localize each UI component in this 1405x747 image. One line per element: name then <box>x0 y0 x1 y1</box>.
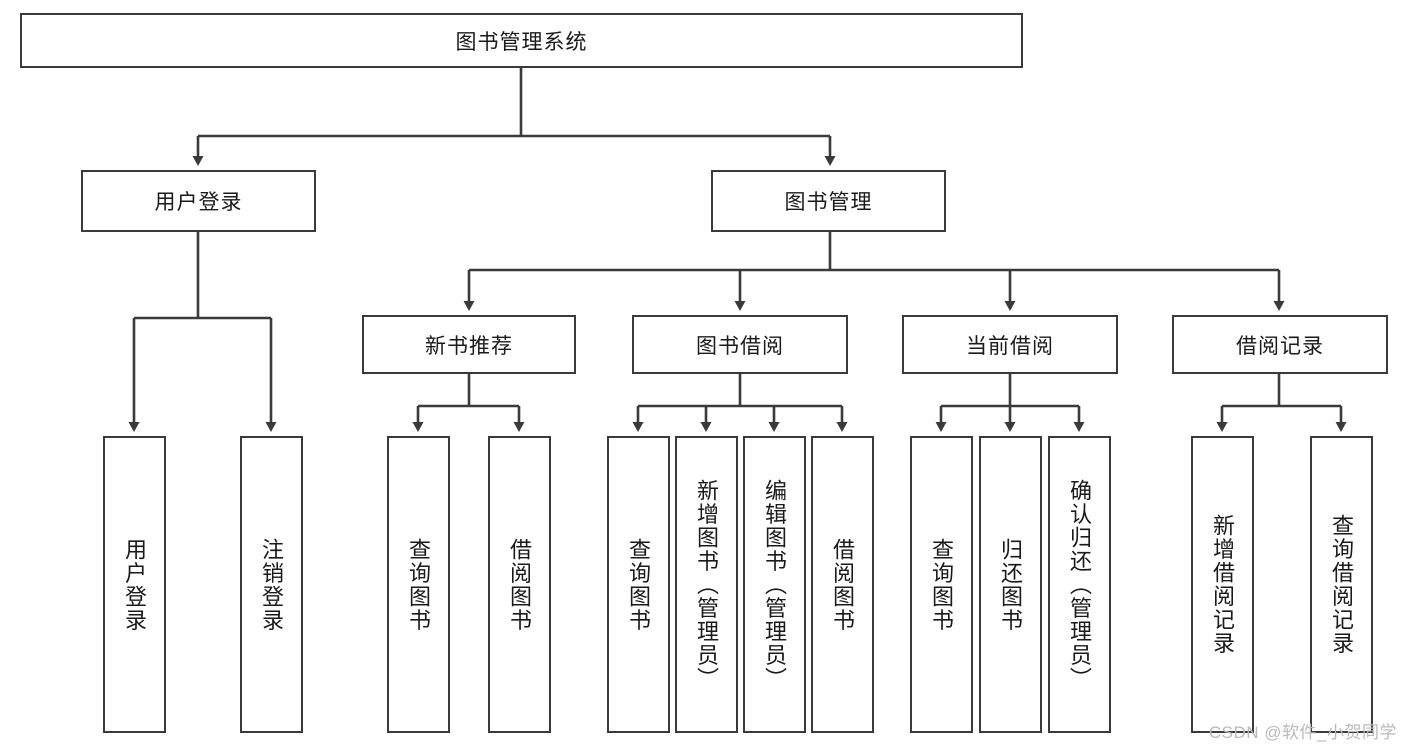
node-book-manage[interactable]: 图书管理 <box>711 170 946 232</box>
node-leaf-query-book-3-label: 查询图书 <box>929 537 955 632</box>
node-leaf-query-book-1-label: 查询图书 <box>406 537 432 632</box>
node-leaf-add-record[interactable]: 新增借阅记录 <box>1191 436 1254 733</box>
node-leaf-user-login-label: 用户登录 <box>122 537 148 632</box>
node-leaf-query-record[interactable]: 查询借阅记录 <box>1310 436 1373 733</box>
node-leaf-confirm-return-label: 确认归还（管理员） <box>1067 478 1093 691</box>
node-leaf-return-book[interactable]: 归还图书 <box>979 436 1042 733</box>
node-book-borrow[interactable]: 图书借阅 <box>632 315 848 374</box>
node-leaf-borrow-book-1-label: 借阅图书 <box>507 537 533 632</box>
node-leaf-borrow-book-2[interactable]: 借阅图书 <box>811 436 874 733</box>
node-leaf-query-book-3[interactable]: 查询图书 <box>910 436 973 733</box>
node-current-borrow[interactable]: 当前借阅 <box>902 315 1118 374</box>
node-borrow-record-label: 借阅记录 <box>1236 334 1324 358</box>
node-root-label: 图书管理系统 <box>455 30 588 54</box>
node-leaf-user-logout-label: 注销登录 <box>259 537 285 632</box>
node-leaf-confirm-return[interactable]: 确认归还（管理员） <box>1048 436 1111 733</box>
node-new-book-recommend-label: 新书推荐 <box>425 334 513 358</box>
node-leaf-borrow-book-1[interactable]: 借阅图书 <box>488 436 551 733</box>
node-leaf-query-book-1[interactable]: 查询图书 <box>387 436 450 733</box>
node-user-login-label: 用户登录 <box>154 191 243 214</box>
node-leaf-query-book-2-label: 查询图书 <box>626 537 652 632</box>
node-leaf-query-book-2[interactable]: 查询图书 <box>607 436 670 733</box>
node-leaf-edit-book-label: 编辑图书（管理员） <box>762 478 788 691</box>
node-leaf-edit-book[interactable]: 编辑图书（管理员） <box>743 436 806 733</box>
node-leaf-add-book[interactable]: 新增图书（管理员） <box>675 436 738 733</box>
node-new-book-recommend[interactable]: 新书推荐 <box>362 315 576 374</box>
node-leaf-add-book-label: 新增图书（管理员） <box>694 478 720 691</box>
node-user-login[interactable]: 用户登录 <box>81 170 316 232</box>
node-leaf-borrow-book-2-label: 借阅图书 <box>830 537 856 632</box>
node-leaf-add-record-label: 新增借阅记录 <box>1210 514 1236 655</box>
node-current-borrow-label: 当前借阅 <box>966 334 1054 358</box>
node-book-borrow-label: 图书借阅 <box>696 334 784 358</box>
node-borrow-record[interactable]: 借阅记录 <box>1172 315 1388 374</box>
node-leaf-user-logout[interactable]: 注销登录 <box>240 436 303 733</box>
node-root[interactable]: 图书管理系统 <box>20 13 1023 68</box>
node-book-manage-label: 图书管理 <box>784 191 873 214</box>
node-leaf-return-book-label: 归还图书 <box>998 537 1024 632</box>
node-leaf-query-record-label: 查询借阅记录 <box>1329 514 1355 655</box>
node-leaf-user-login[interactable]: 用户登录 <box>103 436 166 733</box>
